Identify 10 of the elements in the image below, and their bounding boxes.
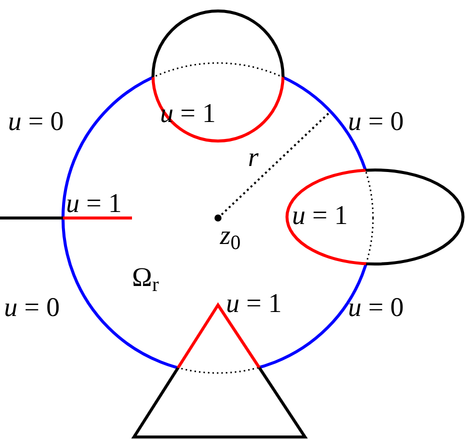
math-label: u = 1 bbox=[66, 188, 122, 218]
math-label: u = 1 bbox=[292, 200, 348, 230]
math-label: u = 0 bbox=[8, 106, 64, 136]
math-label: u = 0 bbox=[348, 292, 404, 322]
math-label: u = 0 bbox=[348, 106, 404, 136]
math-label: u = 0 bbox=[4, 292, 60, 322]
math-label: u = 1 bbox=[226, 288, 282, 318]
math-label: z$_{0}$ bbox=[220, 220, 241, 250]
math-label: r bbox=[248, 142, 259, 172]
math-label: Ω$_{r}$ bbox=[132, 262, 159, 292]
